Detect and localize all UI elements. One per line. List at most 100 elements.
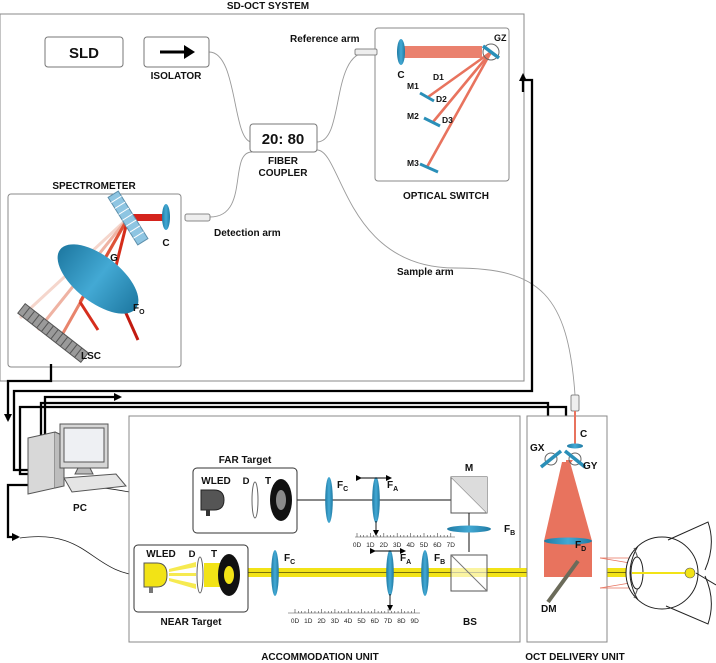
fiber-coupler-detection [209, 151, 253, 218]
pc-near-target-wire [19, 536, 146, 577]
far-target-box [192, 467, 298, 534]
fd-lens [544, 537, 592, 545]
sld-label: SLD [69, 45, 99, 62]
near-scale-label: 3D [331, 618, 340, 625]
pc-to-near-target-cable [6, 483, 30, 541]
near-wled-label: WLED [146, 549, 175, 560]
coupler-label-1: FIBER [268, 156, 299, 167]
far-fa-lens [372, 477, 380, 523]
retina-spot [684, 567, 696, 579]
far-wled-icon [200, 489, 225, 516]
fiber-coupler-box [249, 123, 318, 153]
isolator-arrow-icon [160, 45, 195, 59]
far-target-cross [276, 490, 286, 510]
sample-collimator-label: C [580, 429, 587, 440]
fiber-coupler-sample [316, 149, 576, 396]
sld-box [44, 36, 124, 68]
accommodation-unit-title: ACCOMMODATION UNIT [261, 652, 379, 663]
near-target-t-label: T [211, 549, 217, 560]
diffraction-grating [107, 190, 149, 246]
far-scale-label: 0D [353, 542, 362, 549]
fiber-coupler-reference [316, 51, 369, 143]
m2-label: M2 [407, 111, 419, 121]
detection-fiber-tip [184, 213, 211, 222]
far-scale-label: 7D [447, 542, 456, 549]
near-wled-icon [143, 562, 168, 593]
near-target-box [133, 544, 249, 613]
optical-switch-title: OPTICAL SWITCH [403, 191, 489, 202]
coupler-label-2: COUPLER [259, 168, 309, 179]
sd-oct-title: SD-OCT SYSTEM [227, 1, 309, 12]
near-scale-label: 2D [317, 618, 326, 625]
mirror-m3 [419, 162, 439, 174]
near-scale-label: 1D [304, 618, 313, 625]
near-scale-label: 4D [344, 618, 353, 625]
m1-label: M1 [407, 81, 419, 91]
galvo-gy [563, 449, 587, 469]
camera-to-pc-cable [4, 364, 53, 422]
near-fc-lens [271, 550, 279, 596]
isolator-label: ISOLATOR [151, 71, 203, 82]
detection-collimator-label: C [162, 238, 169, 249]
near-scale-label: 5D [357, 618, 366, 625]
m3-label: M3 [407, 158, 419, 168]
pc-label: PC [73, 503, 87, 514]
mirror-m-label: M [465, 463, 473, 474]
galvo-gy-label: GY [583, 461, 598, 472]
fb-mirror-lens [447, 525, 491, 533]
fiber-lines [208, 51, 576, 396]
far-scale-label: 3D [393, 542, 402, 549]
far-scale-label: 2D [380, 542, 389, 549]
detection-collimator-lens [162, 204, 170, 230]
camera-label: LSC [81, 351, 101, 362]
far-wled-label: WLED [201, 476, 230, 487]
sample-arm-label: Sample arm [397, 267, 454, 278]
near-diffuser-label: D [189, 549, 196, 560]
focusing-lens-label: FO [133, 303, 145, 316]
far-scale-label: 5D [420, 542, 429, 549]
near-scale-label: 7D [384, 618, 393, 625]
focusing-lens [57, 244, 139, 314]
near-target-label: NEAR Target [161, 617, 223, 628]
galvo-gz-label: GZ [494, 33, 507, 43]
far-scale-label: 4D [406, 542, 415, 549]
reference-collimator-lens [397, 39, 405, 65]
far-fc-lens [325, 477, 333, 523]
near-diffuser [196, 556, 204, 594]
galvo-gx-label: GX [530, 443, 545, 454]
optical-switch-box [374, 27, 510, 182]
oct-delivery-title: OCT DELIVERY UNIT [525, 652, 624, 663]
grating-label: G [110, 253, 118, 264]
near-fb-label: FB [434, 553, 445, 566]
mirror-m1 [419, 91, 435, 103]
near-fa-label: FA [400, 553, 411, 566]
fiber-isolator-coupler [208, 51, 253, 143]
near-scale-label: 0D [291, 618, 300, 625]
reference-arm-label: Reference arm [290, 34, 360, 45]
near-fa-lens [386, 550, 394, 596]
near-fc-label: FC [284, 553, 295, 566]
coupler-ratio: 20: 80 [262, 131, 305, 148]
near-wled-glow [169, 562, 196, 589]
near-target-cross [224, 566, 234, 584]
far-diffuser [251, 481, 259, 519]
oct-sample-beam [544, 460, 592, 577]
spectrometer-title: SPECTROMETER [52, 181, 136, 192]
fb-mirror-label: FB [504, 524, 515, 537]
mirror-m-shade [451, 477, 487, 513]
reference-beams [400, 46, 493, 168]
sample-fiber-tip [570, 394, 580, 412]
beamsplitter-diagonal [450, 554, 488, 592]
reference-fiber-tip [354, 48, 378, 56]
far-diffuser-label: D [243, 476, 250, 487]
near-scale-label: 6D [371, 618, 380, 625]
far-scale-label: 6D [433, 542, 442, 549]
far-fa-label: FA [387, 480, 398, 493]
pc-computer-icon [27, 423, 127, 495]
near-scale-label: 8D [397, 618, 406, 625]
detection-arm-label: Detection arm [214, 228, 281, 239]
d3-label: D3 [442, 115, 453, 125]
